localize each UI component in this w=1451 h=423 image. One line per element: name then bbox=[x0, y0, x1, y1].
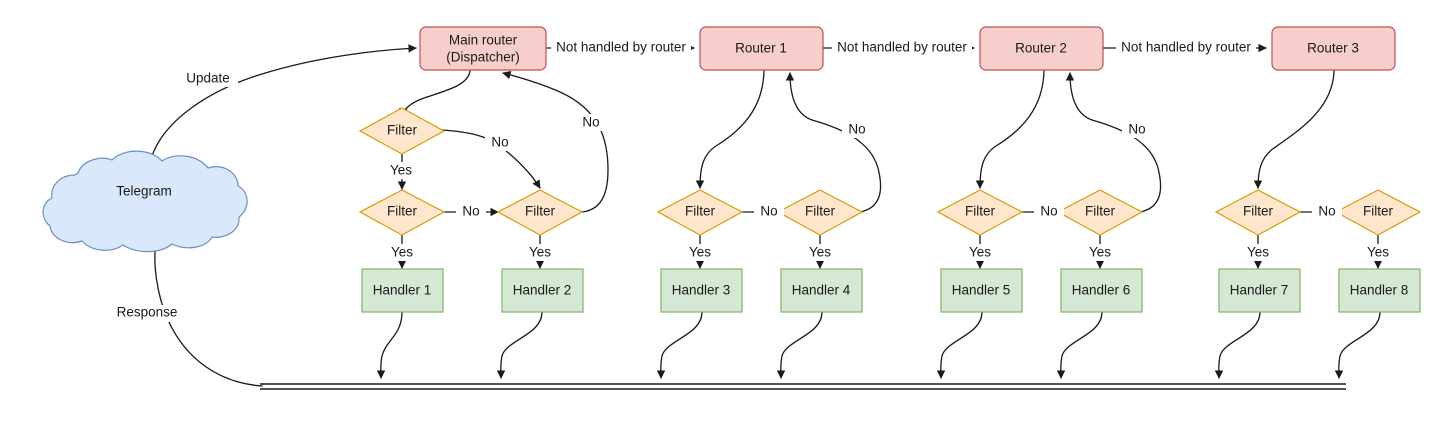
handler-1-label: Handler 1 bbox=[373, 283, 432, 298]
edge-label-filter-r3-left-yes: Yes bbox=[1247, 245, 1269, 260]
handler-5-label: Handler 5 bbox=[952, 283, 1011, 298]
router-3-node[interactable]: Router 3 bbox=[1271, 26, 1396, 71]
router-3-label: Router 3 bbox=[1307, 41, 1359, 56]
edge-filter-r1right-no bbox=[785, 72, 882, 213]
edge-handler7-to-bus bbox=[1214, 311, 1261, 379]
handler-8-label: Handler 8 bbox=[1350, 283, 1409, 298]
edge-label-filter-r2-right-no: No bbox=[1128, 122, 1145, 137]
router-1-node[interactable]: Router 1 bbox=[699, 26, 824, 71]
handler-6-node[interactable]: Handler 6 bbox=[1060, 268, 1143, 313]
edge-handler6-to-bus bbox=[1056, 311, 1103, 379]
filter-r2-right-label: Filter bbox=[1085, 204, 1116, 219]
filter-r1-right-label: Filter bbox=[805, 204, 836, 219]
edge-filter-mainright-no bbox=[502, 70, 609, 213]
handler-4-node[interactable]: Handler 4 bbox=[780, 268, 863, 313]
edge-handler2-to-bus bbox=[496, 311, 543, 379]
filter-r3-left-label: Filter bbox=[1243, 204, 1274, 219]
edge-label-filter-r1-left-yes: Yes bbox=[689, 245, 711, 260]
router-2-node[interactable]: Router 2 bbox=[979, 26, 1104, 71]
filter-r1-right-node[interactable]: Filter bbox=[776, 189, 864, 236]
edge-label-filter-r2-right-yes: Yes bbox=[1089, 245, 1111, 260]
filter-r3-right-node[interactable]: Filter bbox=[1334, 189, 1422, 236]
main-router-node[interactable]: Main router (Dispatcher) bbox=[419, 26, 547, 71]
edge-router2-to-filter-left bbox=[975, 70, 1045, 189]
handler-7-node[interactable]: Handler 7 bbox=[1218, 268, 1301, 313]
edge-handler1-to-bus bbox=[376, 311, 403, 379]
filter-r2-right-node[interactable]: Filter bbox=[1056, 189, 1144, 236]
edge-label-filter-main-right-no: No bbox=[582, 115, 599, 130]
filter-main-right-node[interactable]: Filter bbox=[496, 189, 584, 236]
handler-7-label: Handler 7 bbox=[1230, 283, 1289, 298]
telegram-cloud[interactable]: Telegram bbox=[42, 150, 248, 253]
filter-main-right-label: Filter bbox=[525, 204, 556, 219]
handler-2-label: Handler 2 bbox=[513, 283, 572, 298]
edge-label-filter-r3-right-yes: Yes bbox=[1367, 245, 1389, 260]
edge-response bbox=[150, 241, 263, 387]
filter-r1-left-node[interactable]: Filter bbox=[656, 189, 744, 236]
main-router-label-line2: (Dispatcher) bbox=[446, 50, 520, 65]
edge-router1-to-filter-left bbox=[695, 70, 765, 189]
filter-main-left-node[interactable]: Filter bbox=[358, 189, 446, 236]
handler-6-label: Handler 6 bbox=[1072, 283, 1131, 298]
handler-3-label: Handler 3 bbox=[672, 283, 731, 298]
edge-label-filter-r1-right-no: No bbox=[848, 122, 865, 137]
edge-handler3-to-bus bbox=[656, 311, 703, 379]
filter-r3-right-label: Filter bbox=[1363, 204, 1394, 219]
edge-label-filter-r3-left-no: No bbox=[1318, 204, 1335, 219]
edge-label-filter-r1-left-no: No bbox=[760, 204, 777, 219]
edge-label-not-handled-2: Not handled by router bbox=[837, 40, 967, 55]
edge-handler5-to-bus bbox=[936, 311, 983, 379]
edge-router3-to-filter-left bbox=[1253, 70, 1335, 189]
edge-label-filter-r2-left-no: No bbox=[1040, 204, 1057, 219]
filter-r2-left-label: Filter bbox=[965, 204, 996, 219]
router-2-label: Router 2 bbox=[1015, 41, 1067, 56]
handler-3-node[interactable]: Handler 3 bbox=[660, 268, 743, 313]
edge-filter-r2right-no bbox=[1065, 72, 1162, 213]
handler-8-node[interactable]: Handler 8 bbox=[1338, 268, 1421, 313]
filter-r2-left-node[interactable]: Filter bbox=[936, 189, 1024, 236]
edge-label-not-handled-3: Not handled by router bbox=[1121, 40, 1251, 55]
main-router-label-line1: Main router bbox=[449, 33, 518, 48]
handler-2-node[interactable]: Handler 2 bbox=[501, 268, 584, 313]
filter-main-top-label: Filter bbox=[387, 123, 418, 138]
edge-handler8-to-bus bbox=[1334, 311, 1381, 379]
edge-label-filter-main-right-yes: Yes bbox=[529, 245, 551, 260]
handler-4-label: Handler 4 bbox=[792, 283, 851, 298]
handler-5-node[interactable]: Handler 5 bbox=[940, 268, 1023, 313]
edge-mainrouter-to-filter-top bbox=[399, 70, 471, 117]
edge-handler4-to-bus bbox=[776, 311, 823, 379]
edge-label-filter-main-top-yes: Yes bbox=[390, 163, 412, 178]
filter-main-left-label: Filter bbox=[387, 204, 418, 219]
edge-label-not-handled-1: Not handled by router bbox=[556, 40, 686, 55]
router-1-label: Router 1 bbox=[735, 41, 787, 56]
filter-main-top-node[interactable]: Filter bbox=[358, 107, 446, 155]
filter-r1-left-label: Filter bbox=[685, 204, 716, 219]
edge-label-filter-r2-left-yes: Yes bbox=[969, 245, 991, 260]
edge-label-filter-r1-right-yes: Yes bbox=[809, 245, 831, 260]
telegram-cloud-label: Telegram bbox=[116, 184, 172, 199]
handler-1-node[interactable]: Handler 1 bbox=[361, 268, 444, 313]
filter-r3-left-node[interactable]: Filter bbox=[1214, 189, 1302, 236]
edge-label-filter-main-left-yes: Yes bbox=[391, 245, 413, 260]
edge-update bbox=[150, 44, 417, 160]
edge-label-filter-main-left-no: No bbox=[462, 204, 479, 219]
edge-label-response: Response bbox=[117, 305, 178, 320]
edge-label-update: Update bbox=[186, 71, 230, 86]
edge-label-filter-main-top-no: No bbox=[491, 135, 508, 150]
